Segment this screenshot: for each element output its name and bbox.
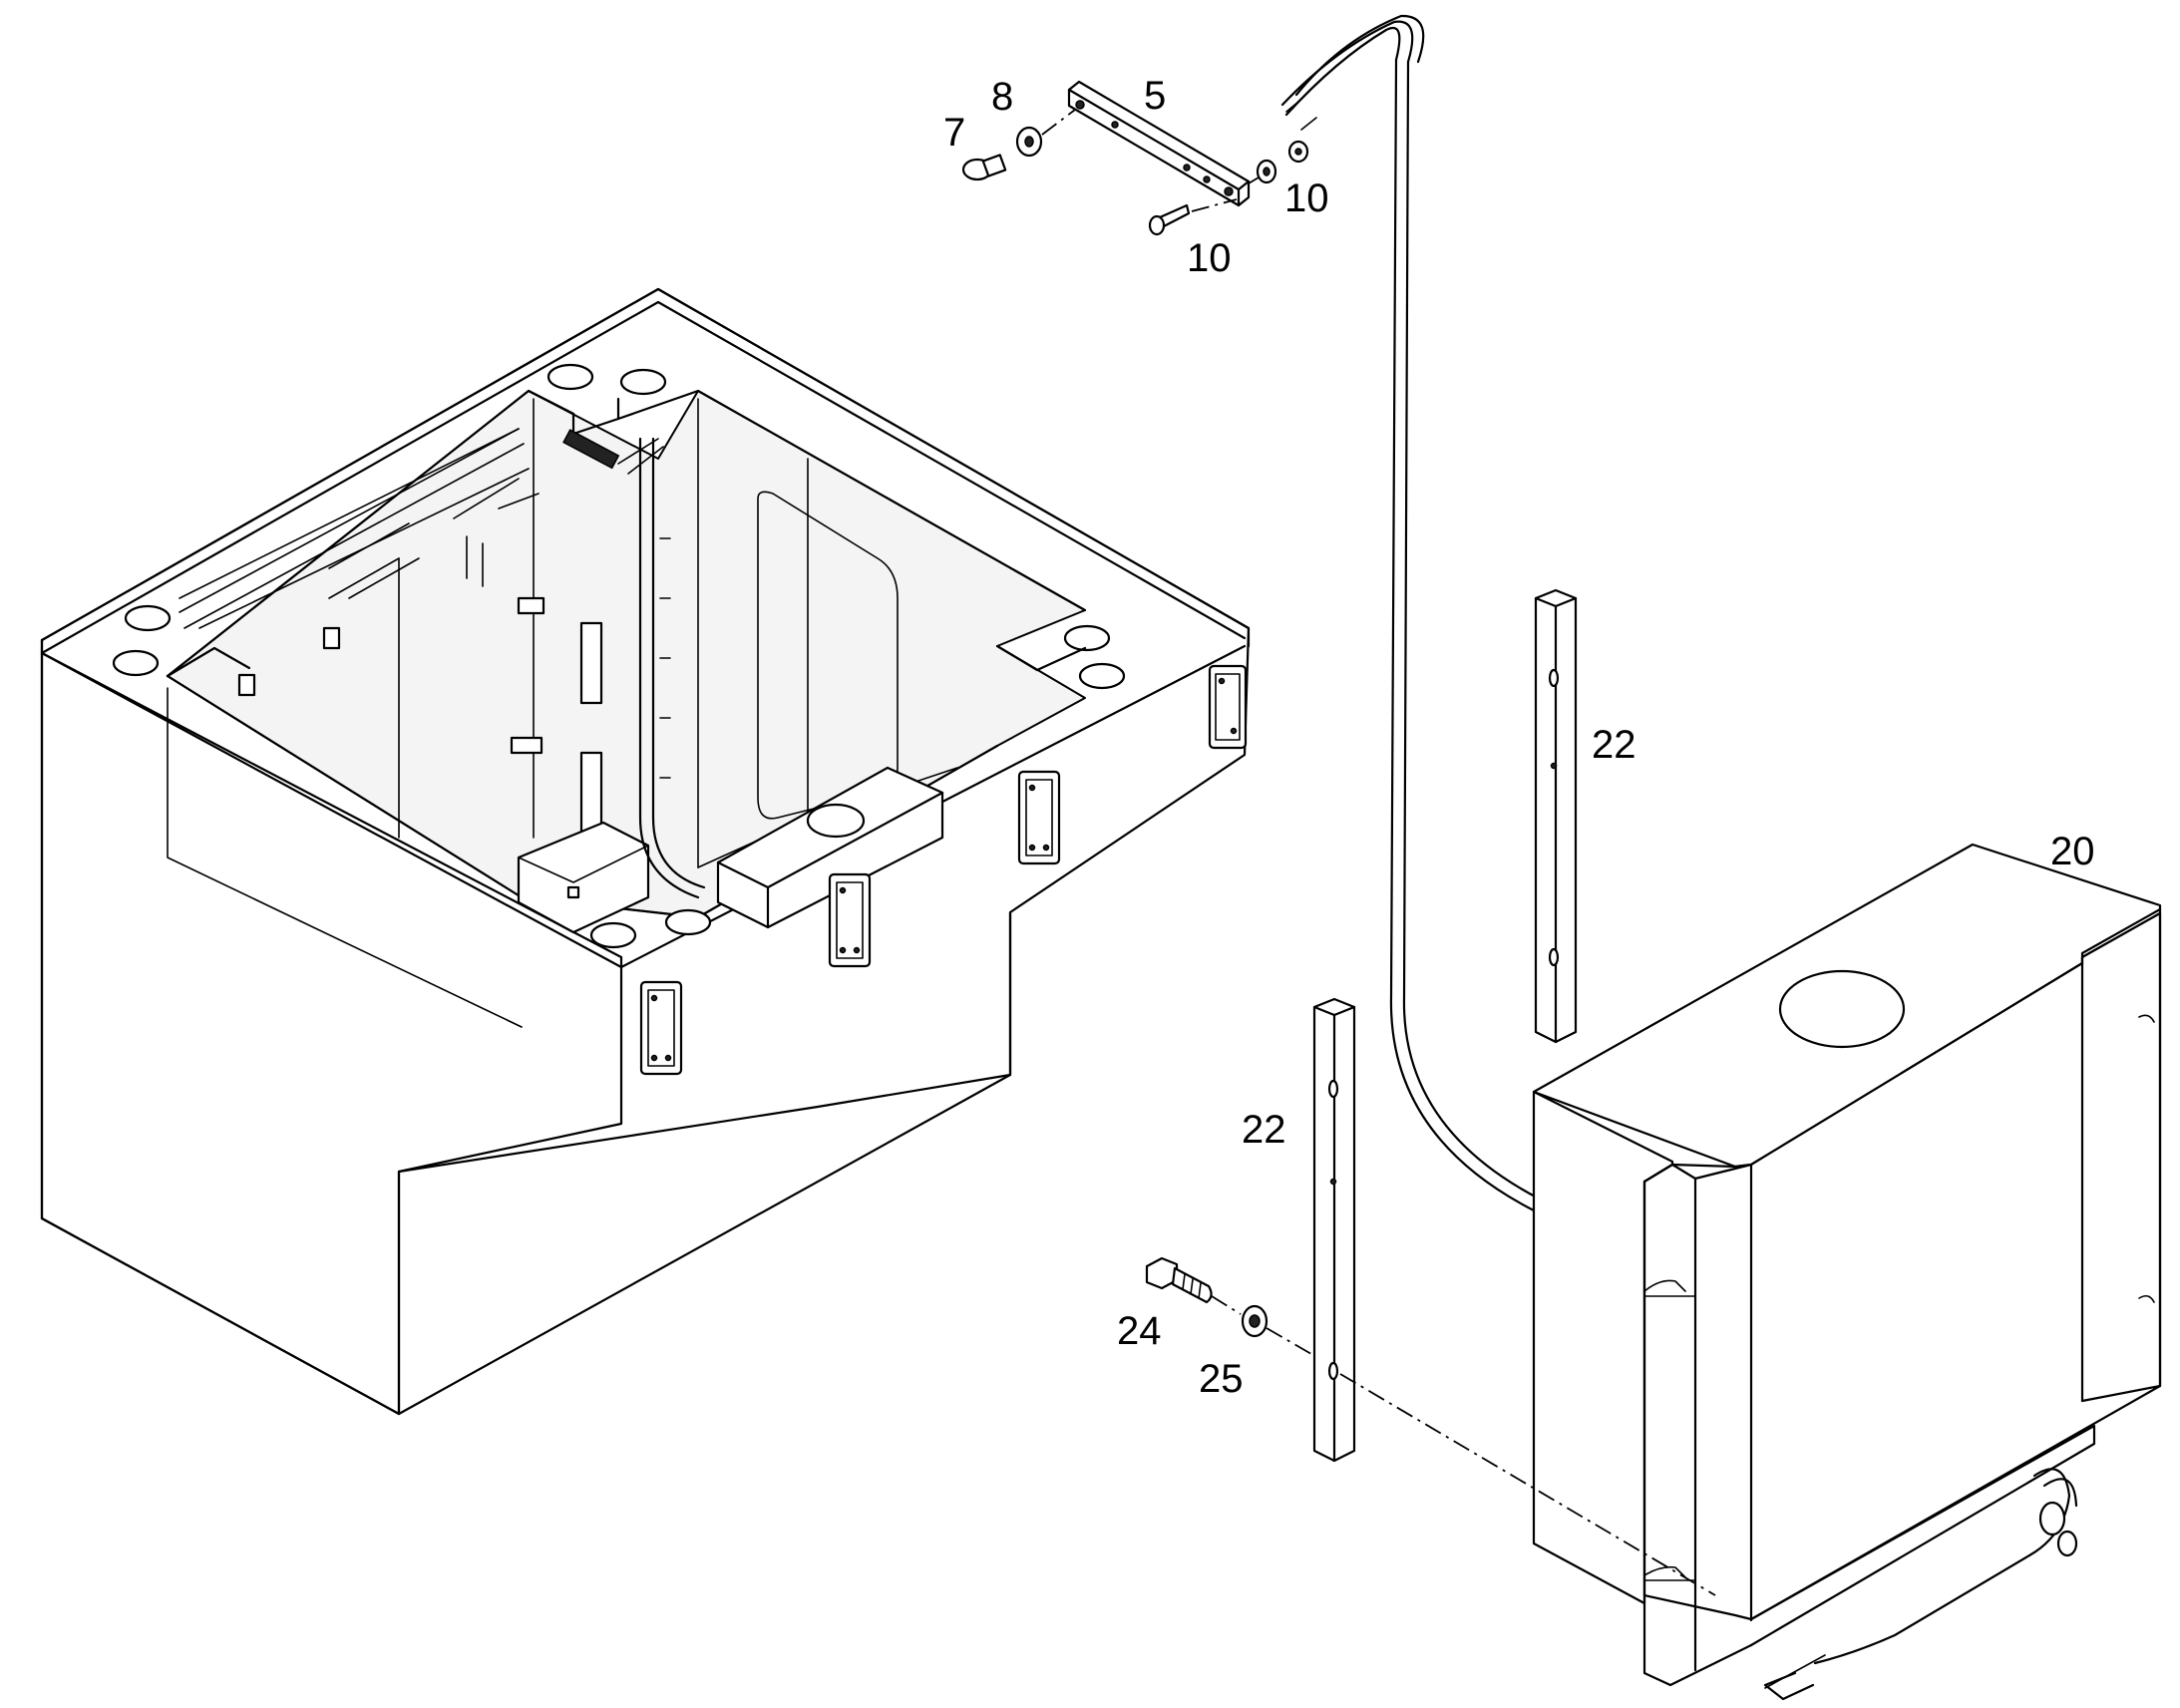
callouts: 7 8 5 10 10 22 22 20 24 25 (943, 74, 2095, 1401)
screw-10-lower (1148, 203, 1191, 236)
callout-8: 8 (991, 75, 1013, 119)
mounting-plate-5 (1067, 80, 1251, 207)
callout-24: 24 (1117, 1309, 1162, 1353)
hose-bundle (1280, 14, 1541, 1213)
washer-25 (1241, 1304, 1269, 1338)
washer-8 (1015, 126, 1043, 158)
water-tank-20 (1532, 843, 2162, 1701)
callout-10-upper: 10 (1284, 176, 1329, 220)
callout-7: 7 (943, 111, 965, 155)
bolt-24 (1145, 1256, 1213, 1304)
rubber-strip-22-upper (1534, 588, 1578, 1044)
callout-25: 25 (1199, 1357, 1244, 1401)
internal-bracket (562, 429, 706, 899)
rubber-strip-22-lower (1312, 997, 1356, 1463)
callout-22-upper: 22 (1592, 723, 1636, 767)
mounting-pads (639, 664, 1248, 1076)
callout-10-lower: 10 (1187, 236, 1232, 280)
callout-5: 5 (1144, 74, 1166, 118)
callout-20: 20 (2050, 830, 2095, 873)
nut-10-upper (1256, 140, 1309, 184)
corner-holes (112, 363, 1126, 949)
callout-22-lower: 22 (1242, 1108, 1286, 1152)
cabinet-frame (40, 287, 1251, 1416)
bolt-7 (961, 154, 1007, 181)
